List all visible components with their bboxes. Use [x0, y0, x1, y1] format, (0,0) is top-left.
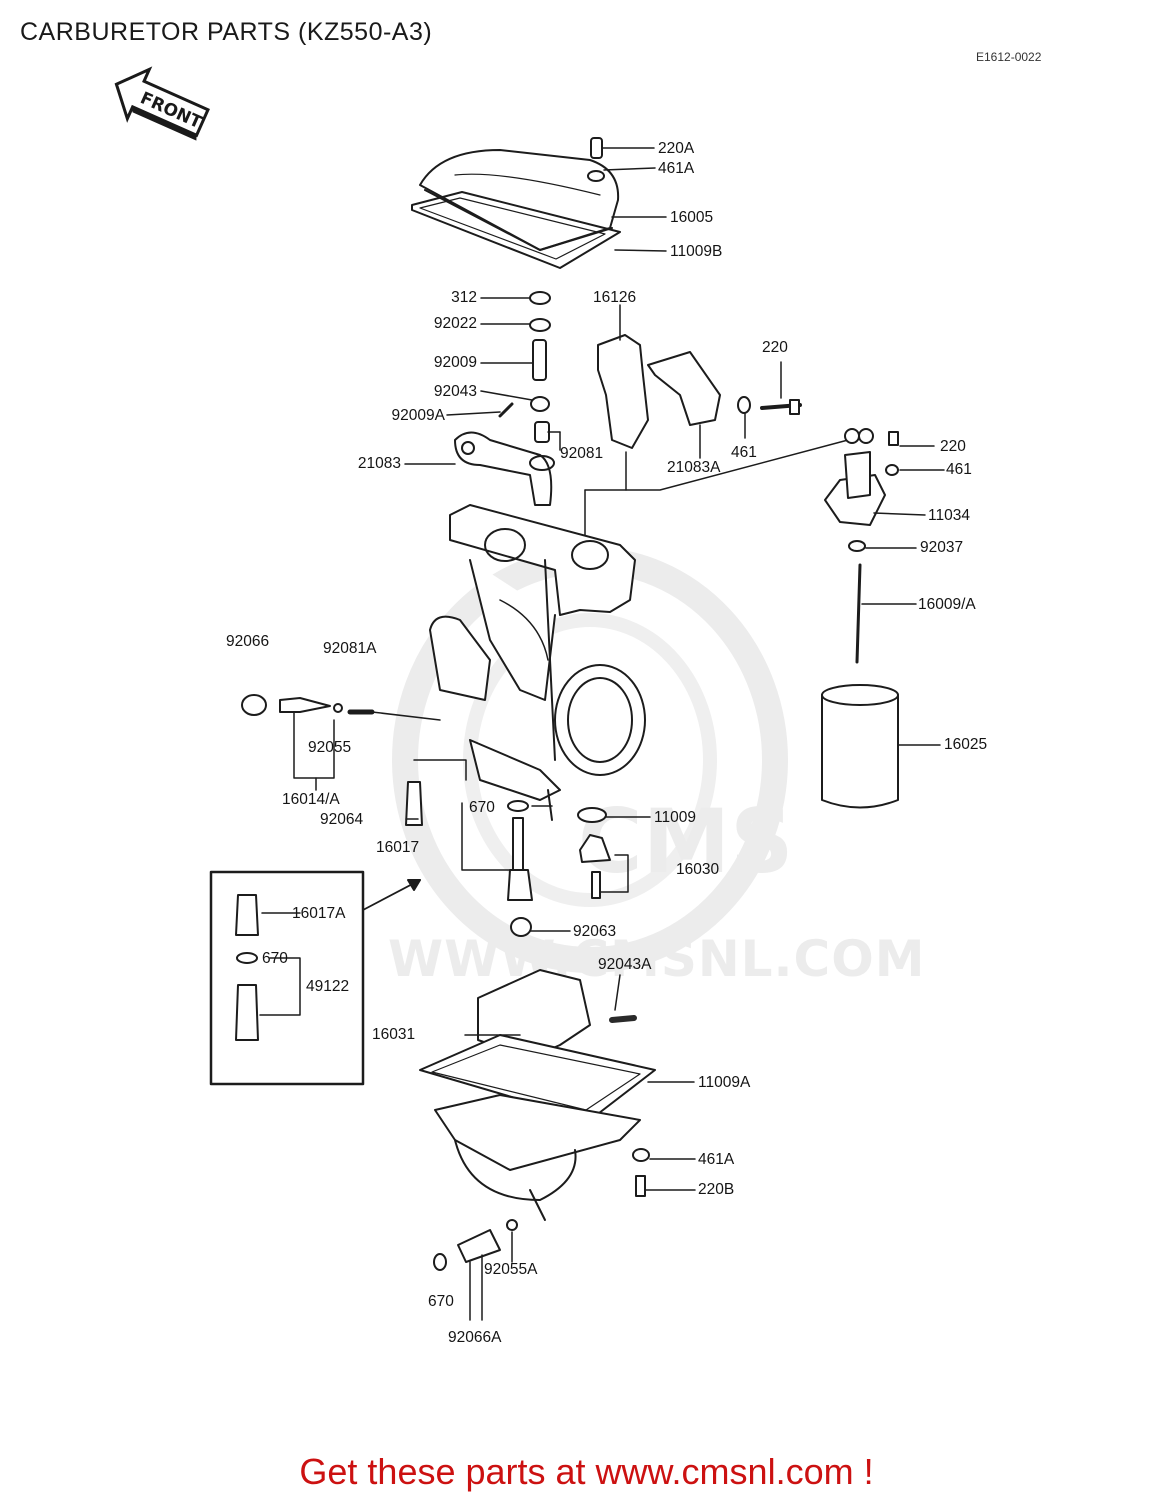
part-label: 16025 — [944, 736, 988, 753]
part-label: 92081A — [323, 640, 377, 657]
leader-lines — [261, 147, 945, 1263]
inset-box — [209, 870, 421, 1086]
part-label: 21083A — [667, 459, 721, 476]
part-label: 92055A — [484, 1261, 538, 1278]
part-label: 92066 — [226, 633, 270, 650]
jet-92064 — [405, 759, 467, 826]
part-label: 11009 — [654, 809, 696, 826]
bracket-16126 — [597, 334, 802, 449]
part-label: 92043 — [433, 383, 477, 400]
part-label: 220B — [698, 1181, 735, 1198]
part-label: 92064 — [320, 811, 364, 828]
part-label: 220 — [940, 438, 966, 455]
part-label: 11009A — [698, 1074, 751, 1091]
part-label: 92081 — [560, 445, 604, 462]
part-label: 92037 — [920, 539, 964, 556]
part-label: 461 — [731, 444, 757, 461]
holder-11034 — [824, 428, 899, 664]
part-label: 92043A — [598, 956, 652, 973]
top-hardware — [498, 137, 605, 443]
part-label: 92022 — [433, 315, 477, 332]
part-label: 220A — [658, 140, 695, 157]
watermark-logo: CMS — [578, 790, 794, 893]
idle-screw — [241, 694, 441, 791]
part-label: 21083 — [357, 455, 401, 472]
part-label: 92063 — [573, 923, 617, 940]
part-label: 16014/A — [282, 791, 340, 808]
float-bowl — [419, 969, 656, 1221]
part-label: 16005 — [670, 209, 714, 226]
part-label: 16030 — [676, 861, 720, 878]
part-label: 49122 — [306, 978, 350, 995]
part-label: 220 — [762, 339, 788, 356]
part-label: 670 — [262, 950, 288, 967]
part-label: 16031 — [372, 1026, 416, 1043]
lever-21083 — [454, 431, 555, 506]
footer-link[interactable]: Get these parts at www.cmsnl.com ! — [299, 1451, 874, 1492]
part-label: 11009B — [670, 243, 723, 260]
part-label: 670 — [428, 1293, 454, 1310]
diagram-code: E1612-0022 — [976, 50, 1042, 64]
front-arrow-icon: FRONT — [114, 66, 210, 141]
drain-screw — [433, 1219, 518, 1321]
part-label: 461A — [658, 160, 695, 177]
part-label: 16017A — [292, 905, 346, 922]
page-title: CARBURETOR PARTS (KZ550-A3) — [20, 18, 433, 46]
part-label: 670 — [469, 799, 495, 816]
part-label: 16009/A — [918, 596, 976, 613]
part-label: 92055 — [308, 739, 352, 756]
carburetor-body — [429, 504, 646, 821]
part-label: 461A — [698, 1151, 735, 1168]
part-label: 461 — [946, 461, 972, 478]
top-cover — [411, 149, 621, 269]
part-label: 312 — [451, 289, 477, 306]
part-label: 16126 — [593, 289, 637, 306]
watermark-url: WWW.CMSNL.COM — [388, 930, 926, 988]
part-label: 11034 — [928, 507, 970, 524]
part-label: 92009A — [391, 407, 445, 424]
cylinder-16025 — [821, 684, 899, 809]
part-label: 16017 — [376, 839, 420, 856]
float-valve-16030 — [577, 807, 629, 899]
needle-jet-16017 — [461, 800, 533, 937]
part-label: 92066A — [448, 1329, 502, 1346]
part-label: 92009 — [433, 354, 477, 371]
